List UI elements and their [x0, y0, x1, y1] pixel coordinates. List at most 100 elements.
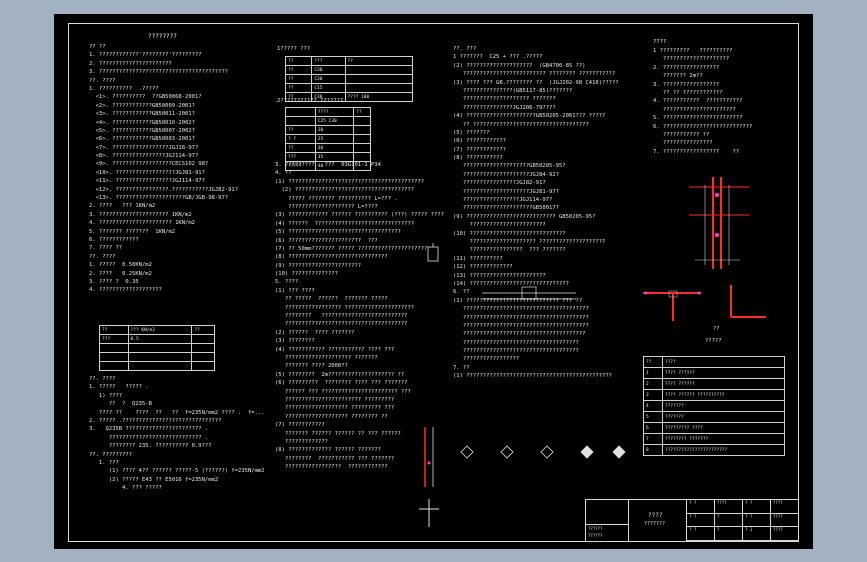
note-line: ??????????????????????????????????? — [453, 348, 579, 355]
note-line: ?????????????????????GB50017? — [453, 205, 559, 212]
table-cell — [127, 352, 193, 362]
title-block-cell: ???? — [771, 527, 799, 541]
note-line: ????????????????????????? ???????? ?????… — [453, 71, 616, 78]
concrete-grade-table: ?????????C30??C30??C15??C30???? 100 — [284, 56, 414, 102]
note-line: 1. ??? — [89, 459, 119, 466]
table-cell: 30 — [314, 143, 355, 153]
note-line: ??. ??? — [453, 46, 477, 52]
table-row: ???0.5 — [99, 334, 215, 344]
table-cell: 0.5 — [127, 334, 193, 344]
note-line: 2. ????????????????? — [653, 64, 720, 71]
table-cell: 40 — [314, 161, 355, 171]
note-line: 2. ?????????????????????? — [89, 60, 172, 67]
table-cell: ???? ?????? — [661, 378, 786, 390]
table-header-cell: ?? — [191, 325, 215, 335]
title-block-cell: ???? — [715, 500, 743, 514]
note-line: 3. ????????????????? — [653, 81, 720, 88]
note-line: ????????????? — [275, 438, 328, 445]
table-cell: ???????? ??????? — [661, 433, 786, 445]
note-line: ?? ?? — [89, 44, 106, 50]
note-line: <8>. ????????????????JGJ114-97? — [89, 153, 199, 160]
table-row — [99, 343, 215, 353]
title-block-grid: ? ?????? ?????? ??? ?????? ??? 1???? — [686, 500, 799, 541]
table-cell: ? ? — [285, 134, 316, 144]
title-block-cell: ???? — [771, 513, 799, 528]
note-line: ?????????????????????????????????????? — [453, 314, 589, 321]
table-cell — [344, 74, 414, 84]
note-line: 4. ??????????????????? — [89, 287, 162, 294]
table-row — [99, 352, 215, 362]
title-block-subname: ??????? — [644, 521, 666, 527]
detail-label: ?? — [713, 326, 720, 332]
note-line: 6. ??????????????????????????? — [653, 123, 753, 130]
note-line: 3. Q235B ??????????????????????? . — [89, 426, 209, 433]
note-line: ?? ??????????????????????????????????? — [453, 121, 589, 128]
note-line: ?? ? Q235-B — [89, 401, 152, 408]
table-cell: ?? — [285, 143, 316, 153]
table-row: ??30 — [285, 143, 371, 153]
note-line: 5. ???? — [275, 279, 299, 286]
title-block-cell: ? 1 — [743, 527, 771, 541]
table-header-cell: ?? — [284, 56, 313, 66]
table-header-cell — [285, 107, 316, 117]
note-line: ??. ???? — [89, 253, 116, 260]
note-line: ???????????????????? — [653, 56, 730, 63]
base-plate-detail — [482, 286, 576, 300]
table-cell — [191, 343, 215, 353]
note-line: ??????????????????????? — [453, 222, 546, 229]
table-cell: ???? ?????? ?????????? — [661, 389, 786, 401]
column-4-title: ???? — [653, 39, 667, 45]
note-line: <7>. ?????????????????JGJ18-97? — [89, 144, 199, 151]
embedded-plate-detail — [419, 427, 439, 527]
title-block-label-1: ?????? — [588, 526, 603, 531]
note-line: ????????????????? ????????????????????? — [275, 304, 415, 311]
title-block-cell: ? — [715, 513, 743, 528]
note-line: (5) ???????? 2m???????????????????? ?? — [275, 371, 405, 378]
note-line: (5) ??????? — [453, 129, 490, 136]
table-row — [99, 361, 215, 371]
table-row: 3???? ?????? ?????????? — [643, 389, 786, 401]
note-line: 2. ???? ??? 1KN/m2 — [89, 203, 156, 210]
design-notes-column-1-lower: ??. ????1. ????? ????? . 1) ???? ?? ? Q2… — [89, 375, 269, 492]
note-line: 5. ???????????????????????? — [653, 115, 743, 122]
note-line: ????????????????????JGJ84-92? — [453, 171, 559, 178]
table-header-cell: ?? — [344, 56, 414, 66]
design-notes-column-4: 1 ????????? ?????????? ?????????????????… — [653, 47, 803, 156]
table-row: ? ?25 — [285, 134, 371, 144]
note-line: ??????????????????? ???????? ?? — [275, 413, 388, 420]
table-row: ??C30 — [284, 74, 414, 84]
note-line: ???????? ?????????????????????????? — [275, 313, 408, 320]
table-cell — [353, 134, 371, 144]
table-cell — [191, 361, 215, 371]
note-line: (2) ?????? ???? ??????? — [275, 329, 355, 336]
table-cell: 20 — [314, 125, 355, 135]
table-cell: 8 — [643, 444, 663, 456]
note-line: 1) ???? — [89, 392, 123, 399]
connection-symbols-row — [460, 445, 626, 459]
load-table: ????? KN/m2?????0.5 — [99, 325, 215, 371]
column-2-heading: 1????? ??? — [277, 46, 311, 52]
table-cell: C30 — [311, 65, 346, 75]
note-line: (10) ?????????????? — [275, 271, 338, 278]
note-line: (9) ??????????????????????????? GB50205-… — [453, 213, 596, 220]
note-line: (1) ???? 4?? ?????? ?????-5 (??????) f=2… — [89, 468, 265, 475]
table-cell: ?? — [285, 125, 316, 135]
table-header-cell: ?? — [353, 107, 371, 117]
note-line: (14) ?????????????????????????????? — [453, 280, 569, 287]
table-cell: C25 C30 — [314, 116, 355, 126]
note-line: 5. ??????? ??????? 1KN/m2 — [89, 228, 176, 235]
note-line: (13) ??????????????????????? — [453, 272, 546, 279]
table-row: 2???? ?????? — [643, 378, 786, 390]
table-row: ??C15 — [284, 83, 414, 93]
note-line: (2) ???????????????????? (GB4700-85 ??) — [453, 62, 586, 69]
drawing-border-frame — [68, 23, 799, 542]
table-cell — [285, 116, 316, 126]
title-block-cell: ? ? — [687, 513, 715, 528]
note-line: ?????????????????JGJ114-97? — [453, 197, 553, 204]
table-cell: 3 — [643, 389, 663, 401]
note-line: ??????????????????????????????????? — [453, 339, 579, 346]
table-cell: ?? — [284, 83, 313, 93]
table-header-cell: ?? — [99, 325, 129, 335]
note-line: <4>. ????????????GB50010-2002? — [89, 119, 195, 126]
note-line: ???????????????????? ???????????????????… — [453, 238, 606, 245]
